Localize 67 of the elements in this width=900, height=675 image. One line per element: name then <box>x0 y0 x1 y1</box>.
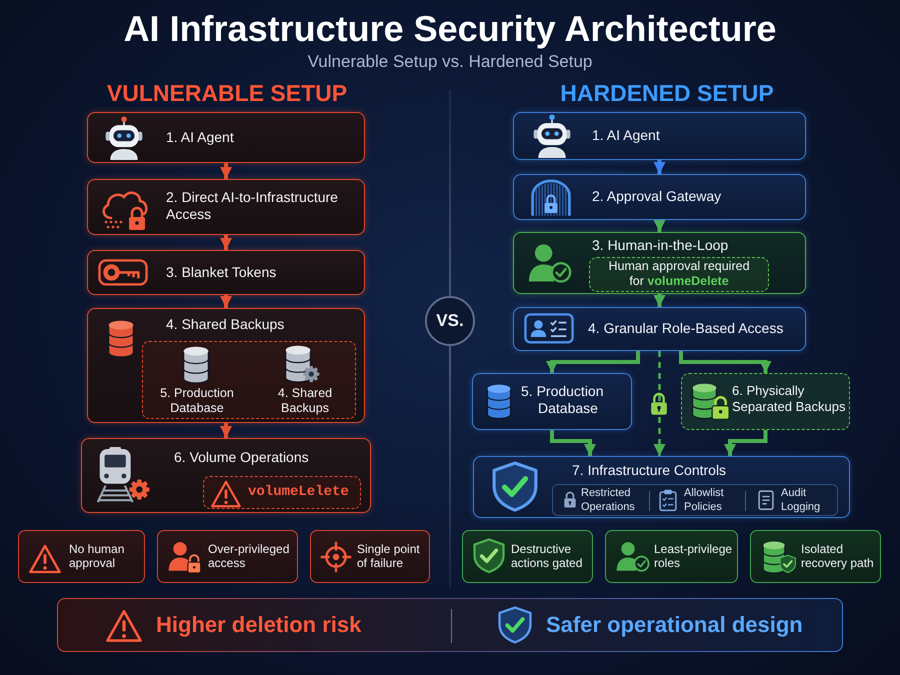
section-heading: VULNERABLE SETUP <box>106 80 348 107</box>
arrow <box>546 351 640 373</box>
step-box <box>513 174 806 220</box>
step-box <box>513 112 806 160</box>
summary-card <box>605 530 738 583</box>
summary-card <box>157 530 298 583</box>
arrow <box>220 163 232 179</box>
group-box <box>87 308 365 423</box>
arrow <box>654 351 666 456</box>
arrow <box>654 160 666 174</box>
dashed-box <box>142 341 356 419</box>
step-label: 6. Volume Operations <box>174 449 310 466</box>
dashed-box <box>203 476 361 509</box>
card-text: Single point of failure <box>357 542 421 571</box>
arrow <box>679 351 772 373</box>
step-box <box>472 373 632 430</box>
code-text: volumeLelete <box>248 484 350 501</box>
section-heading: HARDENED SETUP <box>559 80 775 107</box>
control-label: Audit Logging <box>781 487 822 514</box>
step-box <box>87 112 365 163</box>
arrow <box>220 423 232 438</box>
arrow <box>550 430 596 456</box>
control-label: Allowlist Policies <box>684 487 725 514</box>
subtitle: Vulnerable Setup vs. Hardened Setup <box>306 52 594 72</box>
banner-text: Higher deletion risk <box>156 612 362 638</box>
step-label: 4. Shared Backups <box>166 316 286 333</box>
versus-circle: VS. <box>425 296 475 346</box>
card-text: Isolated recovery path <box>801 542 875 571</box>
summary-card <box>310 530 430 583</box>
dashed-box <box>589 257 769 292</box>
step-label: 6. Physically Separated Backups <box>732 383 846 414</box>
item-caption: 4. Shared Backups <box>276 386 334 416</box>
banner-text: Safer operational design <box>546 612 804 638</box>
summary-card <box>750 530 881 583</box>
step-box <box>87 250 365 295</box>
arrow <box>220 235 232 250</box>
group-box <box>513 232 806 294</box>
title: AI Infrastructure Security Architecture <box>122 8 778 50</box>
control-label: Restricted Operations <box>581 487 636 514</box>
note-text: Human approval required for volumeDelete <box>607 259 751 289</box>
step-box <box>681 373 850 430</box>
step-label: 1. AI Agent <box>166 129 235 146</box>
summary-card <box>18 530 145 583</box>
arrow <box>724 430 768 456</box>
arrow <box>654 220 666 232</box>
step-box <box>81 438 371 513</box>
summary-banner <box>57 598 843 652</box>
arrow <box>654 294 666 307</box>
controls-panel <box>552 484 838 516</box>
step-label: 2. Direct AI-to-Infrastructure Access <box>166 189 339 223</box>
step-label: 1. AI Agent <box>592 127 661 144</box>
item-caption: 5. Production Database <box>159 386 235 416</box>
group-box <box>473 456 850 518</box>
summary-card <box>462 530 593 583</box>
card-text: No human approval <box>69 542 126 571</box>
card-text: Least-privilege roles <box>654 542 734 571</box>
step-box <box>87 179 365 235</box>
step-label: 3. Human-in-the-Loop <box>592 237 730 254</box>
step-box <box>513 307 806 351</box>
arrow <box>220 295 232 308</box>
step-label: 4. Granular Role-Based Access <box>588 320 784 337</box>
card-text: Over-privileged access <box>208 542 290 571</box>
card-text: Destructive actions gated <box>511 542 584 571</box>
step-label: 5. Production Database <box>521 383 604 417</box>
step-label: 2. Approval Gateway <box>592 188 722 205</box>
step-label: 7. Infrastructure Controls <box>572 462 728 479</box>
step-label: 3. Blanket Tokens <box>166 264 278 281</box>
